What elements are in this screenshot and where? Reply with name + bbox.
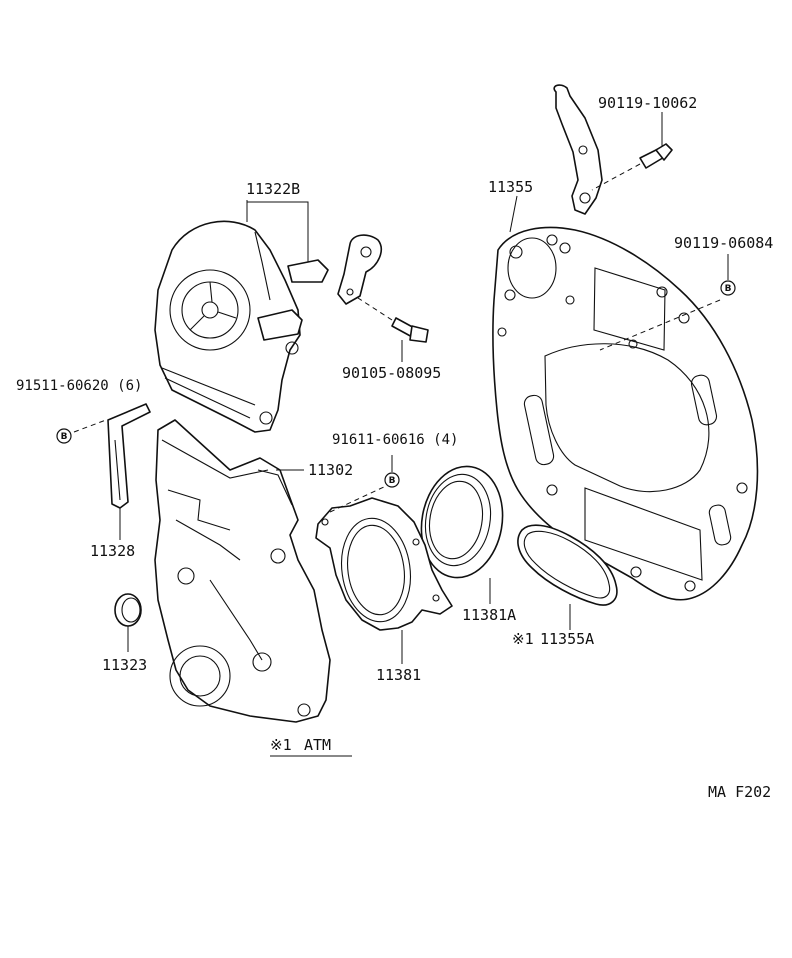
svg-text:B: B bbox=[389, 476, 396, 486]
label-mark-11355a: ※1 bbox=[512, 630, 534, 648]
gasket-plate bbox=[492, 226, 759, 601]
oil-seal-11381a bbox=[420, 465, 504, 579]
engine-hanger-bracket bbox=[553, 84, 603, 215]
bolt-mark-right: B bbox=[720, 280, 736, 296]
bolt-mark-center: B bbox=[384, 472, 400, 488]
label-11355a: 11355A bbox=[540, 630, 594, 648]
svg-text:B: B bbox=[61, 432, 68, 442]
label-mark-atm: ※1 bbox=[270, 736, 292, 754]
label-91511-60620: 91511-60620 (6) bbox=[16, 378, 142, 394]
small-bracket bbox=[337, 234, 382, 305]
label-11381: 11381 bbox=[376, 666, 421, 684]
leader-lines bbox=[119, 112, 729, 757]
label-11323: 11323 bbox=[102, 656, 147, 674]
label-11322b: 11322B bbox=[246, 180, 300, 198]
callout-labels: 90119-10062 11355 90119-06084 11322B 901… bbox=[16, 94, 773, 801]
label-91611-60616: 91611-60616 (4) bbox=[332, 432, 458, 448]
bolt-90105 bbox=[357, 297, 429, 343]
plug-11323 bbox=[114, 593, 142, 627]
label-11328: 11328 bbox=[90, 542, 135, 560]
label-11381a: 11381A bbox=[462, 606, 516, 624]
svg-text:B: B bbox=[725, 284, 732, 294]
guide-11328 bbox=[73, 403, 151, 509]
label-11355: 11355 bbox=[488, 178, 533, 196]
label-90119-10062: 90119-10062 bbox=[598, 94, 697, 112]
label-90105-08095: 90105-08095 bbox=[342, 364, 441, 382]
label-90119-06084: 90119-06084 bbox=[674, 234, 773, 252]
bolt-mark-left: B bbox=[56, 428, 72, 444]
gasket-11355a bbox=[517, 524, 618, 606]
label-atm: ATM bbox=[304, 736, 331, 754]
timing-cover-upper bbox=[154, 220, 329, 433]
label-diagram-code: MA F202 bbox=[708, 783, 771, 801]
timing-cover-lower bbox=[154, 419, 331, 723]
oil-seal-retainer-11381 bbox=[315, 485, 453, 631]
bracket-bolt bbox=[591, 143, 673, 191]
label-11302: 11302 bbox=[308, 461, 353, 479]
